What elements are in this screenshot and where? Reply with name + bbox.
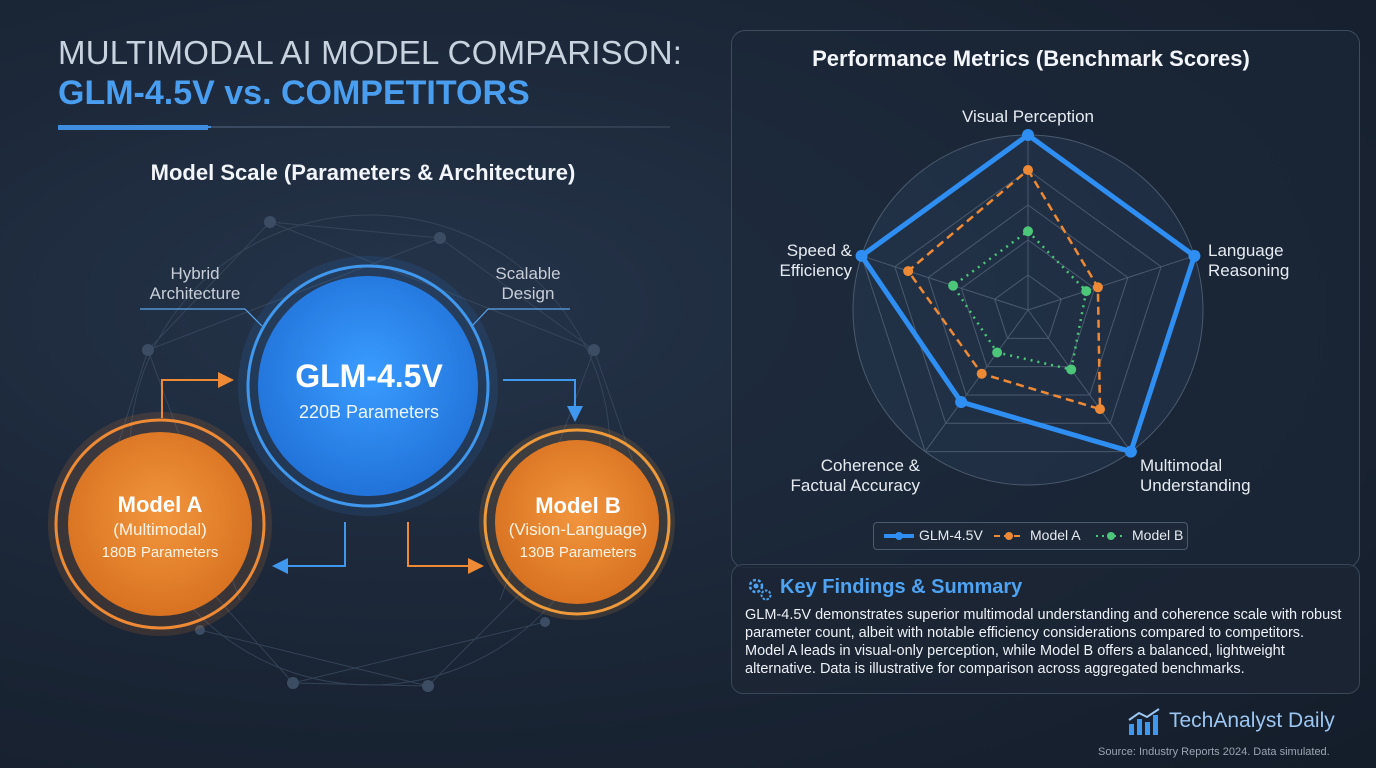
model-b-ring [483, 428, 671, 616]
model-a-name: Model A [117, 492, 203, 517]
radar-axis-label: Speed &Efficiency [779, 241, 852, 280]
model-b-subtitle: (Vision-Language) [508, 520, 648, 539]
model-scale-title: Model Scale (Parameters & Architecture) [150, 160, 576, 185]
model-a-circle [68, 432, 252, 616]
gears-icon [748, 578, 772, 601]
chart-legend [873, 522, 1188, 550]
glm-circle [258, 276, 478, 496]
scalable-design-label: Scalable Design [495, 264, 561, 303]
model-a-params: 180B Parameters [101, 544, 219, 561]
model-b-params: 130B Parameters [519, 544, 637, 561]
title-line-2: GLM-4.5V vs. COMPETITORS [58, 74, 530, 112]
model-scale-graphic [48, 214, 675, 692]
legend-label-glm: GLM-4.5V [919, 527, 983, 543]
trend-chart-icon [1128, 708, 1160, 735]
source-note: Source: Industry Reports 2024. Data simu… [1098, 746, 1330, 758]
glm-ring [246, 264, 490, 508]
key-findings-body: GLM-4.5V demonstrates superior multimoda… [745, 607, 1342, 677]
title-line-1: MULTIMODAL AI MODEL COMPARISON: [58, 34, 683, 71]
radar-axis-label: Coherence &Factual Accuracy [790, 456, 920, 495]
model-b-name: Model B [535, 493, 621, 518]
radar-axis-label: Visual Perception [962, 107, 1094, 126]
model-a-subtitle: (Multimodal) [113, 520, 207, 539]
key-findings-title: Key Findings & Summary [780, 576, 1023, 598]
key-findings-panel [731, 564, 1360, 694]
hybrid-architecture-label: Hybrid Architecture [149, 264, 241, 303]
performance-title: Performance Metrics (Benchmark Scores) [812, 46, 1250, 71]
legend-label-model-a: Model A [1030, 527, 1081, 543]
glm-name: GLM-4.5V [295, 358, 443, 394]
legend-label-model-b: Model B [1132, 527, 1184, 543]
brand-name: TechAnalyst Daily [1169, 709, 1335, 732]
model-b-circle [495, 440, 659, 604]
model-a-ring [54, 418, 266, 630]
glm-params: 220B Parameters [298, 402, 440, 422]
title-rule [58, 125, 670, 130]
